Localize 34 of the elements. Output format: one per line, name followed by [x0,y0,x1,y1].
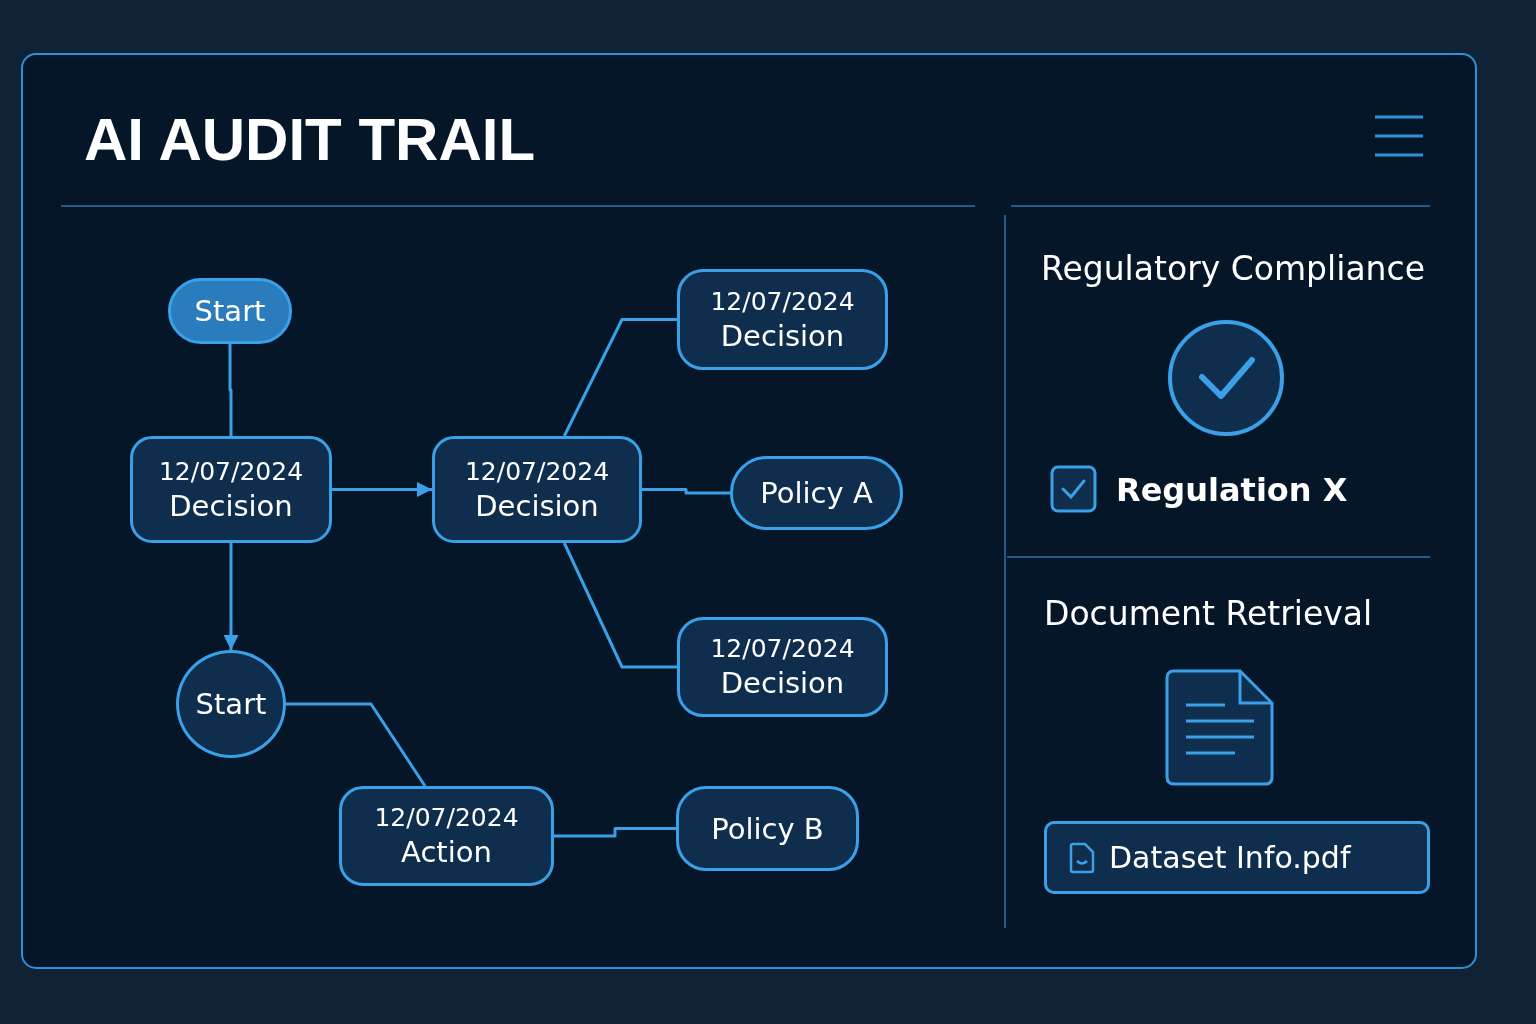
process-box [339,786,554,886]
connector-line [562,542,677,669]
date-text: 12/07/2024 [710,285,855,318]
connector-line [228,344,233,436]
file-name: Dataset Info.pdf [1109,839,1351,876]
arrow [223,543,239,650]
date-text: 12/07/2024 [374,802,519,834]
date-text: 12/07/2024 [464,455,610,488]
process-box [432,436,642,543]
node-label: Start [195,686,267,722]
node-label: Policy A [760,475,873,511]
date-text: 12/07/2024 [710,633,855,665]
connector-line [562,318,677,437]
process-box [677,617,888,717]
node-label: Start [194,293,266,329]
node-label: Decision [169,487,293,524]
checkbox-label: Regulation X [1116,470,1348,511]
node-label: Decision [720,317,845,354]
file-item [1044,821,1430,894]
node-label: Policy B [711,810,824,847]
connector-line [642,488,730,495]
node-label: Decision [475,487,599,524]
section-heading: Document Retrieval [1044,593,1373,635]
node-label: Action [401,834,492,870]
node-label: Decision [720,665,845,701]
process-box [677,269,888,370]
policy-pill [676,786,859,871]
connector-line [286,702,427,787]
page-title: AI AUDIT TRAIL [84,105,536,175]
connector-line [554,827,676,838]
arrow [332,482,432,497]
process-box [130,436,332,543]
date-text: 12/07/2024 [158,455,304,488]
section-heading: Regulatory Compliance [1041,248,1425,290]
